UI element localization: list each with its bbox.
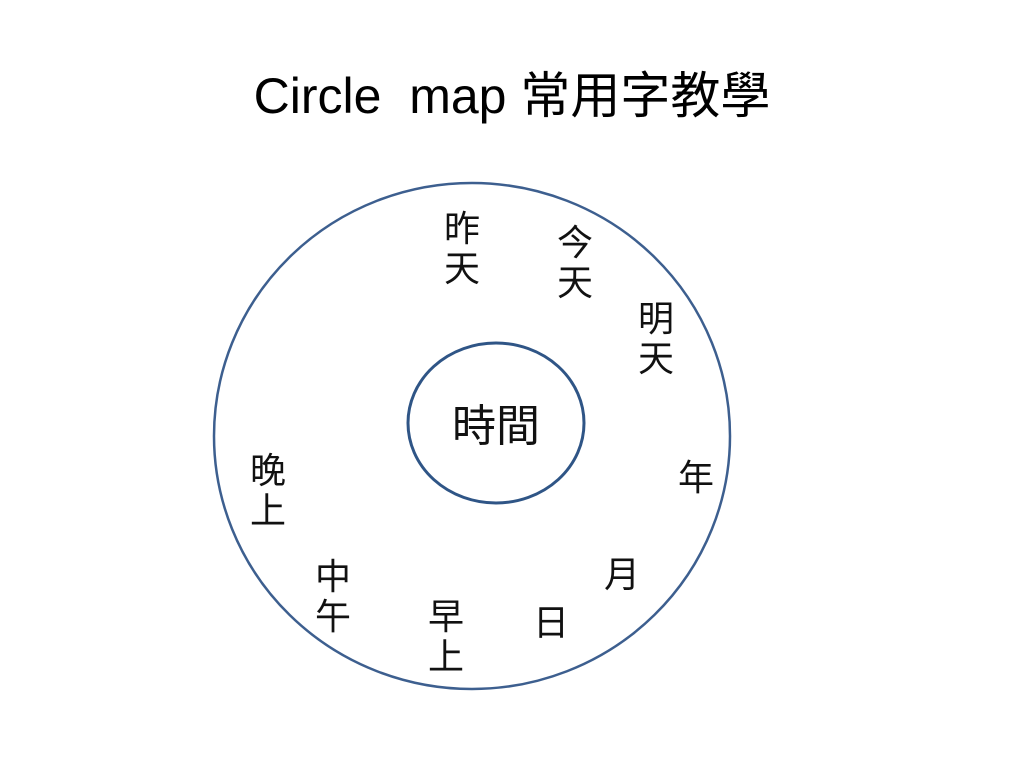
word-jintian-char-2: 天 bbox=[556, 263, 593, 304]
title-latin: Circle map bbox=[253, 68, 521, 124]
word-jintian-char-1: 今 bbox=[556, 223, 593, 264]
word-ri-char-1: 日 bbox=[532, 603, 569, 644]
word-nian-char-1: 年 bbox=[677, 458, 714, 499]
title-cjk: 常用字教學 bbox=[520, 67, 771, 125]
word-mingtian-char-1: 明 bbox=[637, 299, 674, 340]
word-jintian: 今 天 bbox=[555, 224, 595, 304]
word-zhongwu: 中 午 bbox=[313, 558, 353, 638]
word-zaoshang-char-1: 早 bbox=[427, 597, 464, 638]
page-title: Circle map 常用字教學 bbox=[0, 58, 1024, 134]
word-zhongwu-char-1: 中 bbox=[314, 557, 351, 598]
word-zhongwu-char-2: 午 bbox=[314, 597, 351, 638]
word-ri: 日 bbox=[531, 604, 571, 644]
word-zaoshang: 早 上 bbox=[426, 598, 466, 678]
word-mingtian-char-2: 天 bbox=[637, 339, 674, 380]
word-zuotian-char-1: 昨 bbox=[443, 209, 480, 250]
word-yue-char-1: 月 bbox=[603, 555, 640, 596]
inner-circle bbox=[406, 341, 586, 505]
word-yue: 月 bbox=[602, 556, 642, 596]
word-zuotian: 昨 天 bbox=[442, 210, 482, 290]
word-wanshang-char-1: 晚 bbox=[249, 451, 286, 492]
center-topic: 時間 bbox=[452, 401, 540, 452]
outer-circle bbox=[212, 181, 732, 691]
word-wanshang-char-2: 上 bbox=[249, 491, 286, 532]
word-wanshang: 晚 上 bbox=[248, 452, 288, 532]
word-nian: 年 bbox=[676, 459, 716, 499]
word-zuotian-char-2: 天 bbox=[443, 249, 480, 290]
word-zaoshang-char-2: 上 bbox=[427, 637, 464, 678]
word-mingtian: 明 天 bbox=[636, 300, 676, 380]
